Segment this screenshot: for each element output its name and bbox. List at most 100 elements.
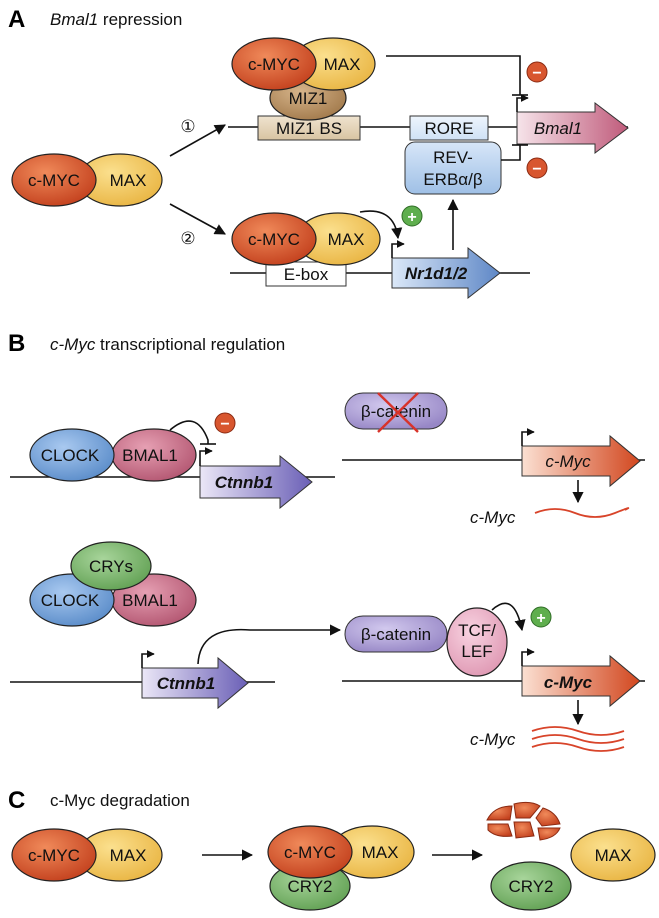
plus-badge xyxy=(401,205,423,227)
free-cry2 xyxy=(490,861,572,911)
nr1d1-tss-arrow xyxy=(391,240,405,258)
cmyc-gene-label: c-Myc xyxy=(544,673,593,692)
bmal1-gene xyxy=(516,101,629,155)
free-max xyxy=(570,828,656,882)
plus-symbol: + xyxy=(407,209,416,226)
rev-erb-box xyxy=(404,141,502,195)
max-label: MAX xyxy=(328,230,365,249)
tcf-lef xyxy=(446,607,508,677)
ctnnb1-gene-label: Ctnnb1 xyxy=(215,473,274,492)
panel-c: C c-Myc degradation c-MYC MAX CRY2 c-MYC… xyxy=(8,787,656,911)
step-1-marker: ① xyxy=(180,117,195,136)
ebox-label: E-box xyxy=(284,265,329,284)
mrna-wave xyxy=(531,734,625,744)
cmyc-label: c-MYC xyxy=(28,171,80,190)
activation-arrow-nr1d1 xyxy=(359,210,403,240)
plus-badge xyxy=(530,606,552,628)
max-label: MAX xyxy=(362,843,399,862)
degraded-cmyc-fragments xyxy=(486,801,561,841)
cross-mark xyxy=(377,392,419,433)
cmyc-label: c-MYC xyxy=(248,230,300,249)
miz1-repression-line xyxy=(386,55,521,95)
cmyc-max-complex-left: c-MYC MAX xyxy=(11,153,163,207)
cry2-label: CRY2 xyxy=(508,877,553,896)
tcf-label-line1: TCF/ xyxy=(458,621,496,640)
bmal1-protein-label: BMAL1 xyxy=(122,446,178,465)
panel-c-letter: C xyxy=(8,787,25,814)
ctnnb1-gene-label: Ctnnb1 xyxy=(157,674,216,693)
panel-b-letter: B xyxy=(8,330,25,357)
cmyc-mrna-label: c-Myc xyxy=(470,508,516,527)
mrna-wave xyxy=(531,726,625,736)
branch-2-arrow xyxy=(169,203,226,235)
cmyc-mrna-label: c-Myc xyxy=(470,730,516,749)
panel-c-title: c-Myc degradation xyxy=(50,791,190,810)
panel-a-title: Bmal1 repression xyxy=(50,10,182,29)
panel-a-title-gene: Bmal1 xyxy=(50,10,98,29)
cmyc-label: c-MYC xyxy=(28,846,80,865)
minus-badge xyxy=(526,157,548,179)
ctnnb1-gene xyxy=(141,656,249,710)
mrna-wave xyxy=(531,742,625,752)
crys-label: CRYs xyxy=(89,557,133,576)
panel-a-letter: A xyxy=(8,6,25,33)
rev-erb-line1: REV- xyxy=(433,148,473,167)
cmyc-max-cry2-complex: CRY2 c-MYC MAX xyxy=(267,825,415,911)
panel-a-title-rest: repression xyxy=(98,10,182,29)
ctnnb1-tss-arrow xyxy=(141,650,155,668)
ctnnb1-tss-arrow xyxy=(199,447,213,466)
rev-erb-repression-line xyxy=(501,145,521,161)
bmal1-gene-label: Bmal1 xyxy=(534,119,582,138)
minus-symbol: − xyxy=(532,65,541,82)
clock-bmal1-complex: CLOCK BMAL1 xyxy=(29,428,197,482)
cmyc-gene xyxy=(521,434,641,488)
nr1d1-gene-label: Nr1d1/2 xyxy=(405,264,468,283)
panel-b-title-gene: c-Myc xyxy=(50,335,96,354)
step-2-marker: ② xyxy=(180,229,195,248)
miz1-bs-label: MIZ1 BS xyxy=(276,119,342,138)
panel-b: B c-Myc transcriptional regulation CLOCK… xyxy=(8,330,645,752)
bmal1-protein-label: BMAL1 xyxy=(122,591,178,610)
minus-badge xyxy=(214,412,236,434)
max-label: MAX xyxy=(110,846,147,865)
max-label: MAX xyxy=(595,846,632,865)
cmyc-tss-arrow xyxy=(521,648,535,666)
ebox-box xyxy=(265,261,347,287)
beta-catenin xyxy=(344,615,448,653)
panel-b-title: c-Myc transcriptional regulation xyxy=(50,335,285,354)
cmyc-label: c-MYC xyxy=(248,55,300,74)
clock-label: CLOCK xyxy=(41,591,100,610)
branch-1-arrow xyxy=(169,124,226,157)
cry-clock-bmal1-complex: CRYs CLOCK BMAL1 xyxy=(29,541,197,627)
max-label: MAX xyxy=(110,171,147,190)
cmyc-max-miz1-complex: MIZ1 c-MYC MAX xyxy=(231,37,376,121)
minus-symbol: − xyxy=(220,416,229,433)
cmyc-label: c-MYC xyxy=(284,843,336,862)
miz1-label: MIZ1 xyxy=(289,89,328,108)
ctnnb1-to-beta-catenin-arrow xyxy=(197,624,342,665)
minus-symbol: − xyxy=(532,161,541,178)
panel-b-title-rest: transcriptional regulation xyxy=(95,335,285,354)
rev-erb-line2: ERBα/β xyxy=(423,170,483,189)
cry2-label: CRY2 xyxy=(287,877,332,896)
bmal1-tss-arrow xyxy=(516,94,529,112)
activation-arrow-cmyc xyxy=(491,602,526,632)
ctnnb1-repression-line xyxy=(169,420,209,444)
mrna-wave xyxy=(534,507,630,518)
rore-box xyxy=(409,115,489,141)
nr1d1-gene xyxy=(391,246,501,300)
clock-label: CLOCK xyxy=(41,446,100,465)
rore-label: RORE xyxy=(424,119,473,138)
cmyc-max-complex-c1: c-MYC MAX xyxy=(11,828,163,882)
ctnnb1-gene xyxy=(199,454,313,510)
cmyc-gene-label: c-Myc xyxy=(545,452,591,471)
cmyc-tss-arrow xyxy=(521,428,535,446)
cmyc-max-complex-ebox: c-MYC MAX xyxy=(231,212,381,266)
minus-badge xyxy=(526,61,548,83)
tcf-label-line2: LEF xyxy=(461,642,492,661)
panel-a: A Bmal1 repression c-MYC MAX ① ② MIZ1 BS… xyxy=(8,6,629,300)
plus-symbol: + xyxy=(536,610,545,627)
max-label: MAX xyxy=(324,55,361,74)
beta-catenin-label: β-catenin xyxy=(361,625,431,644)
